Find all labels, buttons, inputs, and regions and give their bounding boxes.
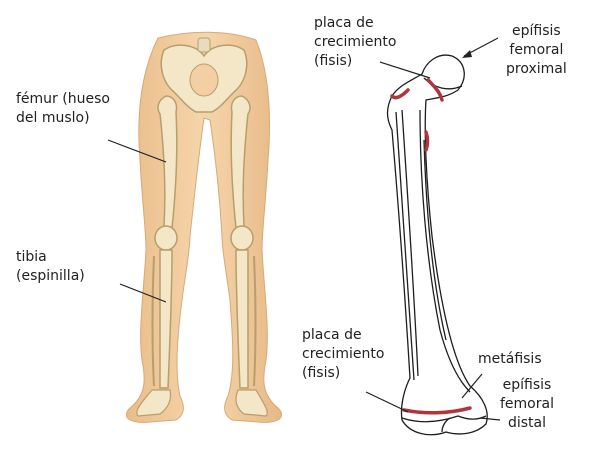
epiphysis-proximal-arrowhead bbox=[462, 50, 472, 58]
growth-plate-bottom-label: placa de crecimiento (fisis) bbox=[302, 326, 384, 383]
femur-diagram bbox=[388, 55, 488, 435]
epiphysis-distal-label: epífisis femoral distal bbox=[500, 376, 554, 433]
tibia-label: tibia (espinilla) bbox=[16, 248, 85, 286]
knee-right bbox=[231, 226, 253, 250]
epiphysis-proximal-label: epífisis femoral proximal bbox=[506, 22, 567, 79]
knee-left bbox=[155, 226, 177, 250]
femur-outline-inner-3 bbox=[420, 110, 470, 392]
growth-plate-top-label: placa de crecimiento (fisis) bbox=[314, 14, 396, 71]
growth-plate-greater-trochanter bbox=[392, 90, 408, 98]
legs-illustration bbox=[126, 32, 281, 422]
growth-plate-distal bbox=[404, 408, 470, 413]
metaphysis-label: metáfisis bbox=[478, 350, 542, 369]
femur-label: fémur (hueso del muslo) bbox=[16, 90, 110, 128]
distal-condyle-line bbox=[402, 416, 486, 422]
growth-plate-lesser-trochanter bbox=[426, 132, 428, 150]
growth-plate-proximal-head bbox=[428, 80, 442, 100]
pelvis-inlet bbox=[190, 64, 218, 96]
epiphysis-distal-pointer bbox=[480, 418, 500, 420]
sacrum bbox=[198, 38, 210, 52]
femur-outline-inner-4 bbox=[424, 140, 446, 340]
